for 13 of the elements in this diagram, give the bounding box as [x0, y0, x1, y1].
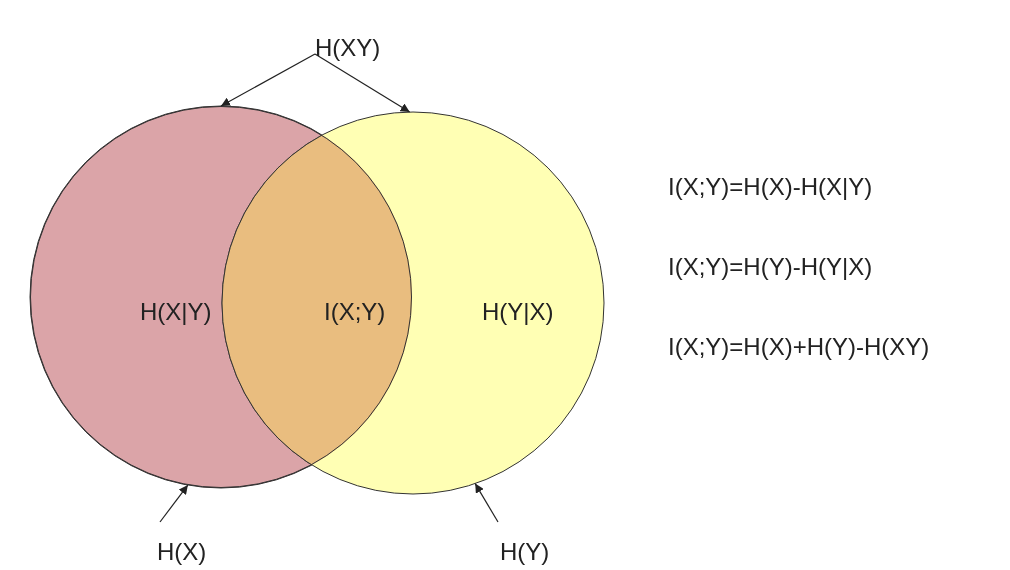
region-label: H(X|Y): [140, 300, 212, 324]
set-label: H(Y): [500, 540, 550, 564]
arrow: [474, 483, 499, 523]
formula: I(X;Y)=H(X)+H(Y)-H(XY): [668, 335, 930, 359]
arrow: [314, 53, 411, 113]
set-label: H(X): [157, 540, 207, 564]
region-label: H(Y|X): [482, 300, 554, 324]
formula: I(X;Y)=H(X)-H(X|Y): [668, 175, 873, 199]
set-label: H(XY): [315, 36, 381, 60]
arrow: [220, 53, 316, 107]
formula: I(X;Y)=H(Y)-H(Y|X): [668, 255, 873, 279]
region-label: I(X;Y): [324, 300, 386, 324]
arrow: [159, 484, 189, 523]
